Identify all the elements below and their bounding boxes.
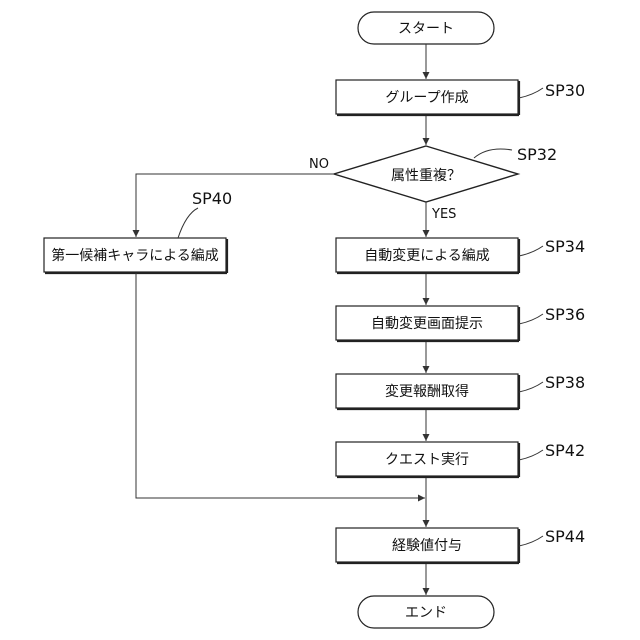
step-label-sp42: SP42: [545, 441, 585, 460]
process-first-candidate: 第一候補キャラによる編成: [44, 238, 227, 273]
start-terminal: スタート: [358, 12, 494, 44]
leader-sp44: [519, 536, 543, 546]
end-terminal: エンド: [358, 596, 494, 628]
step-label-sp40: SP40: [192, 189, 232, 208]
leader-sp32: [474, 149, 512, 158]
step-label-sp34: SP34: [545, 237, 585, 256]
leader-sp30: [519, 88, 543, 98]
process-auto-change-screen: 自動変更画面提示: [336, 306, 519, 341]
step-label-sp44: SP44: [545, 527, 585, 546]
start-label: スタート: [398, 21, 454, 37]
step-label-sp38: SP38: [545, 373, 585, 392]
reward-label: 変更報酬取得: [385, 383, 469, 400]
process-quest: クエスト実行: [336, 442, 519, 477]
branch-label-no: NO: [309, 157, 329, 172]
process-auto-change: 自動変更による編成: [336, 238, 519, 273]
branch-label-yes: YES: [431, 207, 456, 222]
decision-attribute-duplicate: 属性重複？: [334, 146, 518, 202]
quest-label: クエスト実行: [385, 452, 469, 468]
leader-sp40: [178, 208, 198, 238]
leader-sp38: [519, 382, 543, 392]
process-exp: 経験値付与: [336, 528, 519, 563]
process-reward: 変更報酬取得: [336, 374, 519, 409]
step-label-sp32: SP32: [517, 145, 557, 164]
end-label: エンド: [405, 605, 447, 621]
connector-no-branch: [136, 174, 334, 237]
leader-sp34: [519, 246, 543, 256]
auto-change-label: 自動変更による編成: [364, 247, 490, 264]
step-label-sp36: SP36: [545, 305, 585, 324]
step-label-sp30: SP30: [545, 81, 585, 100]
auto-change-screen-label: 自動変更画面提示: [371, 315, 483, 332]
process-create-group: グループ作成: [336, 80, 519, 115]
attr-dup-label: 属性重複？: [391, 167, 461, 184]
exp-label: 経験値付与: [392, 538, 462, 554]
leader-sp36: [519, 314, 543, 324]
first-candidate-label: 第一候補キャラによる編成: [51, 247, 219, 264]
leader-sp42: [519, 450, 543, 460]
create-group-label: グループ作成: [385, 90, 468, 106]
